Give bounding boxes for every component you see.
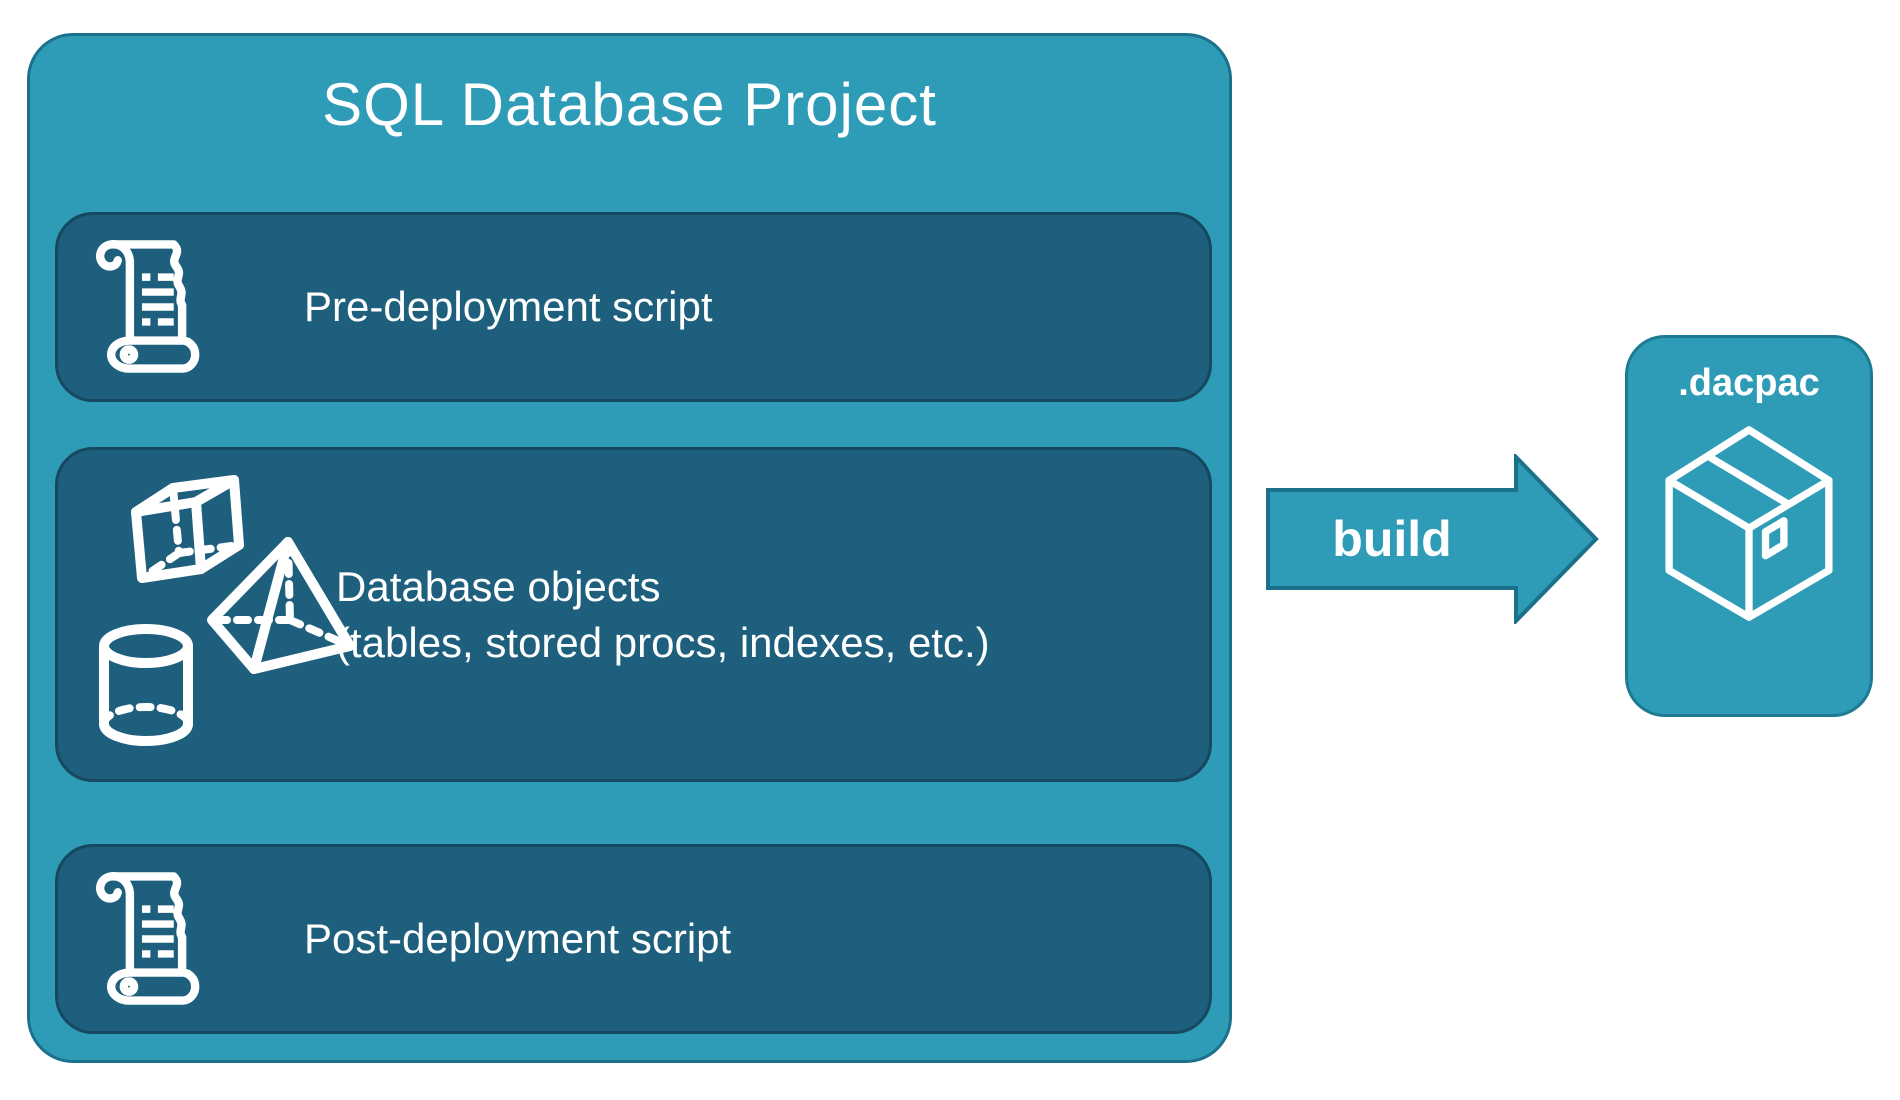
cylinder-icon — [99, 624, 193, 746]
scroll-icon — [96, 872, 200, 1005]
package-icon — [1665, 426, 1833, 621]
post-deployment-panel: Post-deployment script — [55, 844, 1212, 1034]
project-title: SQL Database Project — [322, 71, 937, 138]
database-objects-panel: Database objects (tables, stored procs, … — [55, 447, 1212, 782]
database-objects-line2: (tables, stored procs, indexes, etc.) — [336, 618, 990, 666]
pre-deployment-label: Pre-deployment script — [304, 283, 713, 331]
scroll-icon — [96, 240, 200, 373]
database-objects-label: Database objects (tables, stored procs, … — [336, 559, 990, 671]
dacpac-label: .dacpac — [1678, 362, 1820, 404]
build-arrow — [1266, 454, 1599, 624]
database-shapes-icon — [99, 475, 355, 746]
pyramid-icon — [207, 537, 355, 674]
pre-deployment-panel: Pre-deployment script — [55, 212, 1212, 402]
post-deployment-label: Post-deployment script — [304, 915, 732, 963]
build-label: build — [1332, 511, 1452, 567]
database-objects-line1: Database objects — [336, 562, 661, 610]
dacpac-box: .dacpac — [1625, 335, 1873, 717]
cube-icon — [131, 475, 244, 583]
sql-database-project-container: SQL Database Project Pre-deploymen — [27, 33, 1232, 1063]
